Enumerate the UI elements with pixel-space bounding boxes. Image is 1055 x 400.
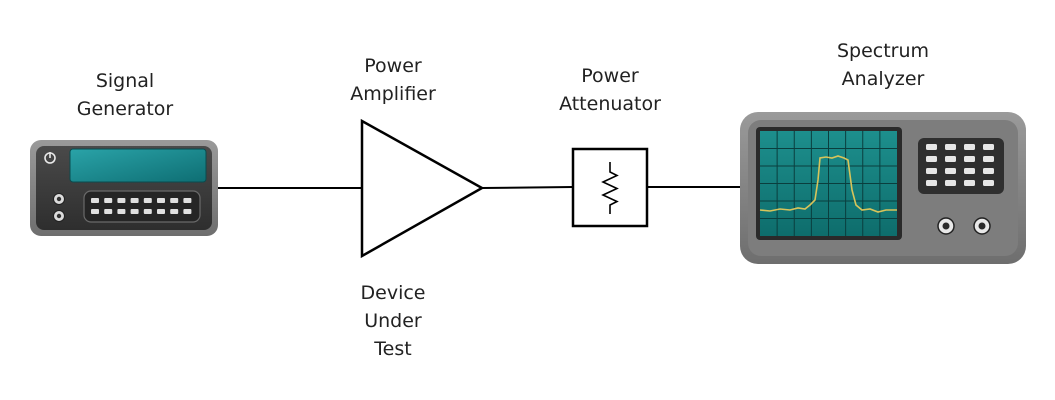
spectrum-analyzer-icon <box>740 112 1026 264</box>
analyzer-key <box>926 156 937 162</box>
analyzer-key <box>926 180 937 186</box>
analyzer-key <box>945 156 956 162</box>
analyzer-key <box>926 168 937 174</box>
generator-key <box>143 209 152 214</box>
analyzer-key <box>983 168 994 174</box>
signal-generator-icon <box>30 140 218 236</box>
analyzer-key <box>926 144 937 150</box>
analyzer-key <box>945 180 956 186</box>
generator-key <box>183 198 192 203</box>
connection-wires <box>215 186 745 189</box>
generator-key <box>91 198 99 203</box>
generator-key <box>130 198 139 203</box>
analyzer-key <box>983 144 994 150</box>
generator-key <box>130 209 139 214</box>
generator-key <box>117 209 126 214</box>
analyzer-keypad <box>918 138 1004 194</box>
analyzer-key <box>945 144 956 150</box>
generator-key <box>157 198 165 203</box>
amplifier-triangle-icon <box>360 118 485 259</box>
generator-display <box>69 148 207 183</box>
spectrum-analyzer-label: Spectrum Analyzer <box>836 40 930 90</box>
power-amplifier-label: Power Amplifier <box>350 55 436 105</box>
generator-key <box>143 198 152 203</box>
generator-key <box>104 209 113 214</box>
device-under-test-label: Device Under Test <box>360 282 426 360</box>
analyzer-key <box>983 156 994 162</box>
analyzer-key <box>964 168 975 174</box>
generator-key <box>170 198 179 203</box>
generator-connectors <box>53 193 65 222</box>
generator-key <box>170 209 179 214</box>
generator-key <box>157 209 165 214</box>
generator-key <box>104 198 113 203</box>
generator-key <box>183 209 192 214</box>
power-attenuator-label: Power Attenuator <box>559 65 661 115</box>
analyzer-key <box>964 156 975 162</box>
wire-amplifier-to-attenuator <box>481 186 574 189</box>
generator-key <box>91 209 99 214</box>
analyzer-connectors <box>937 217 991 235</box>
analyzer-key <box>964 180 975 186</box>
generator-key <box>117 198 126 203</box>
analyzer-key <box>983 180 994 186</box>
resistor-icon <box>571 147 649 228</box>
generator-keypad <box>83 190 201 223</box>
signal-generator-label: Signal Generator <box>76 70 174 120</box>
analyzer-key <box>945 168 956 174</box>
analyzer-key <box>964 144 975 150</box>
spectrum-trace <box>759 155 897 213</box>
